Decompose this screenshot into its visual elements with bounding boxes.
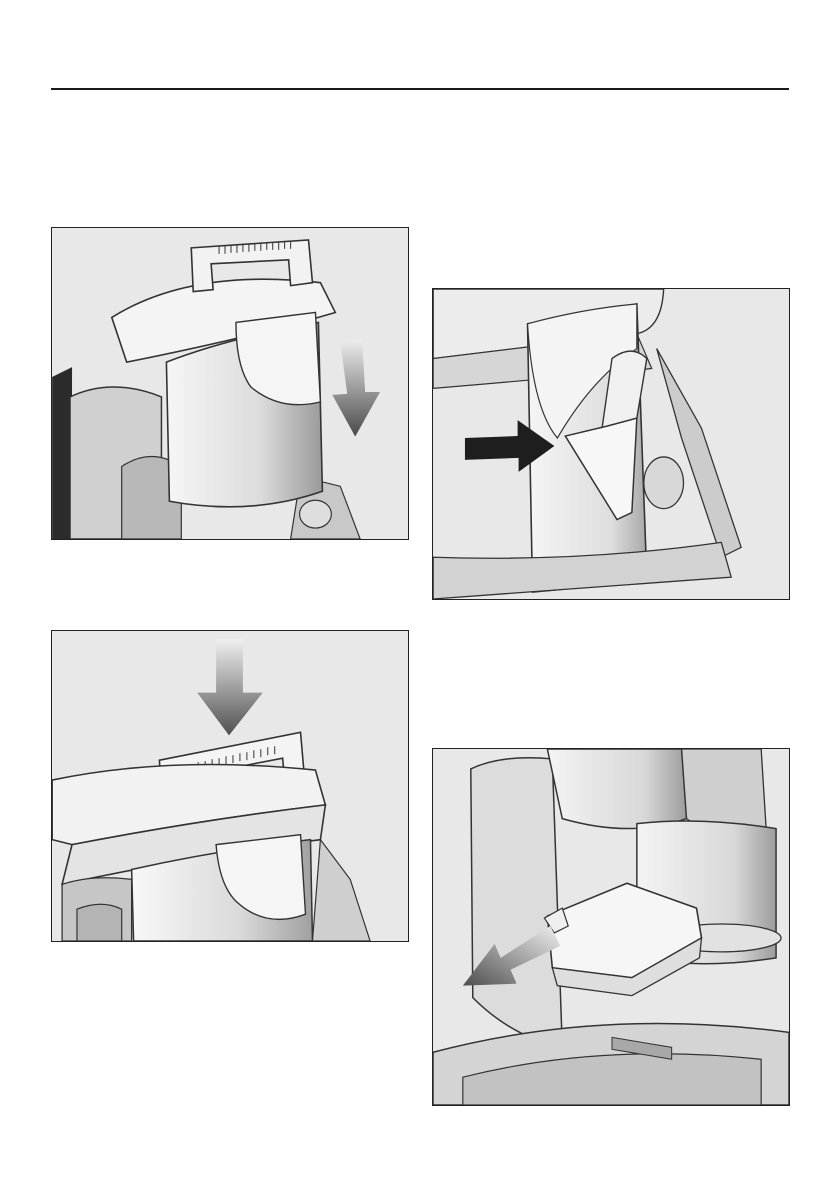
figure-handle-push-down <box>51 630 409 942</box>
header-rule <box>51 88 789 90</box>
illustration-handle-push-down <box>52 631 408 941</box>
illustration-tray-removal <box>433 749 789 1105</box>
figure-container-insert <box>51 227 409 540</box>
illustration-container-insert <box>52 228 408 539</box>
figure-lid-flap <box>432 288 790 600</box>
illustration-lid-flap <box>433 289 789 599</box>
figure-tray-removal <box>432 748 790 1106</box>
